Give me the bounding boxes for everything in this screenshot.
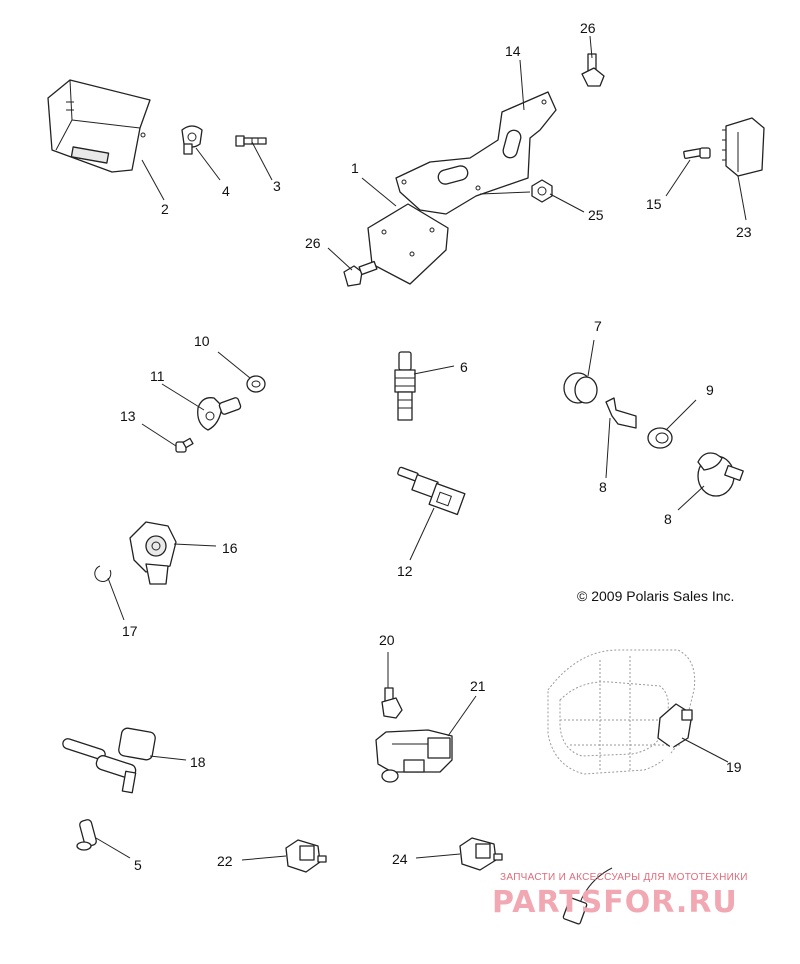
part-21-map-sensor[interactable] [375,729,453,783]
part-26-bolt-left[interactable] [343,260,378,287]
callout-8b: 8 [664,511,672,527]
callout-5: 5 [134,857,142,873]
copyright-notice: © 2009 Polaris Sales Inc. [577,588,734,604]
part-13-bolt[interactable] [175,437,194,453]
part-15-screw[interactable] [683,147,711,159]
part-22-switch[interactable] [285,839,327,873]
callout-11: 11 [150,368,165,384]
part-24-switch[interactable] [459,837,503,871]
callout-22: 22 [217,853,233,869]
callout-1: 1 [351,160,359,176]
callout-18: 18 [190,754,206,770]
part-14-bracket[interactable] [395,91,557,215]
callout-26a: 26 [580,20,596,36]
callout-13: 13 [120,408,136,424]
part-5-pin[interactable] [76,819,97,851]
watermark-tagline: ЗАПЧАСТИ И АКСЕССУАРЫ ДЛЯ МОТОТЕХНИКИ [500,872,748,883]
callout-24: 24 [392,851,408,867]
part-17-clip[interactable] [94,565,112,582]
part-7-cap[interactable] [563,372,598,404]
callout-7: 7 [594,318,602,334]
callout-6: 6 [460,359,468,375]
part-2-ecu-box[interactable] [47,79,151,173]
callout-4: 4 [222,183,230,199]
part-26-bolt-top[interactable] [581,53,605,87]
callout-25: 25 [588,207,604,223]
watermark-brand: PARTSFOR.RU [492,885,738,920]
part-12-temp-sensor[interactable] [397,466,466,516]
callout-26b: 26 [305,235,321,251]
part-16-knock-sensor[interactable] [129,521,177,585]
callout-19: 19 [726,759,742,775]
part-11-elbow-sensor[interactable] [197,397,242,431]
part-4-clamp[interactable] [181,125,203,155]
part-20-bolt[interactable] [381,687,403,719]
watermark: ЗАПЧАСТИ И АКСЕССУАРЫ ДЛЯ МОТОТЕХНИКИ PA… [492,872,748,920]
part-1-module[interactable] [367,203,449,285]
part-23-connector[interactable] [722,117,765,177]
part-8-switch-body[interactable] [697,452,744,497]
part-9-grommet[interactable] [647,427,673,449]
callout-3: 3 [273,178,281,194]
callout-16: 16 [222,540,238,556]
part-6-sensor[interactable] [394,351,416,421]
part-18-sensor-tee[interactable] [62,727,157,794]
callout-15: 15 [646,196,662,212]
callout-17: 17 [122,623,138,639]
part-3-bolt[interactable] [235,135,267,147]
callout-12: 12 [397,563,413,579]
callout-14: 14 [505,43,521,59]
callout-numbers: 1 2 3 4 5 6 7 8 8 9 10 11 12 13 14 15 16… [120,20,752,873]
callout-9: 9 [706,382,714,398]
leader-lines [95,35,747,861]
part-19-sensor-assembly[interactable] [547,649,696,925]
callout-21: 21 [470,678,486,694]
callout-8a: 8 [599,479,607,495]
part-25-nut[interactable] [531,179,553,203]
part-10-washer[interactable] [246,375,266,393]
callout-2: 2 [161,201,169,217]
callout-20: 20 [379,632,395,648]
callout-10: 10 [194,333,210,349]
callout-23: 23 [736,224,752,240]
part-8-key-plate[interactable] [605,397,637,429]
